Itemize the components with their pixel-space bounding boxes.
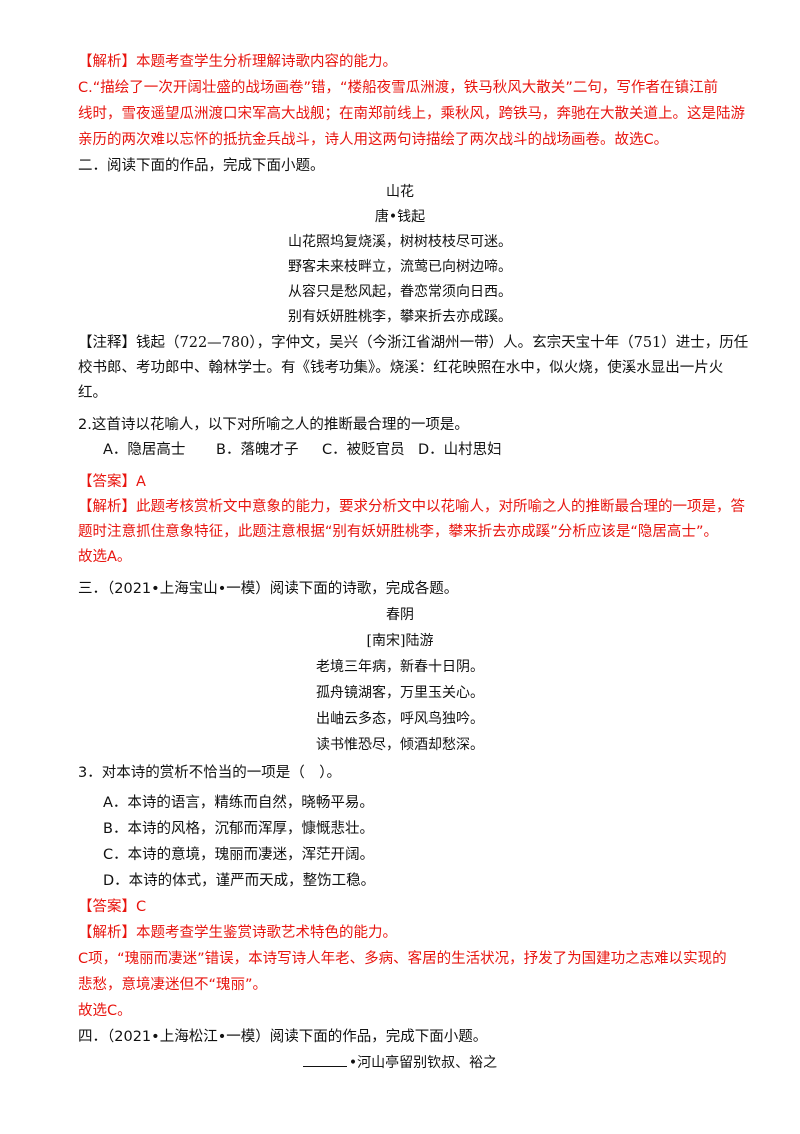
answer-tag: 【答案】 xyxy=(78,474,136,490)
poem-title: 春阴 xyxy=(386,607,414,623)
note-tag: 【注释】 xyxy=(78,335,136,351)
poem-author: [南宋]陆游 xyxy=(366,633,434,649)
q1-analysis-intro: 【解析】本题考查学生分析理解诗歌内容的能力。 xyxy=(78,54,397,70)
poem-line: 孤舟镜湖客，万里玉关心。 xyxy=(316,685,484,701)
poem-line: 山花照坞复烧溪，树树枝枝尽可迷。 xyxy=(288,234,512,250)
option-b[interactable]: B．落魄才子 xyxy=(216,442,299,458)
option-b[interactable]: B．本诗的风格，沉郁而浑厚，慷慨悲壮。 xyxy=(103,821,374,837)
option-d[interactable]: D．山村思妇 xyxy=(418,442,502,458)
answer-tag: 【答案】 xyxy=(78,899,136,915)
option-d[interactable]: D．本诗的体式，谨严而天成，整饬工稳。 xyxy=(103,873,376,889)
analysis-3-line: 悲愁，意境凄迷但不“瑰丽”。 xyxy=(78,977,268,993)
poem-note-line: 红。 xyxy=(78,385,107,401)
question-3: 3．对本诗的赏析不恰当的一项是（ ）。 xyxy=(78,765,341,781)
q1-analysis-line: 线时，雪夜遥望瓜洲渡口宋军高大战舰；在南郑前线上，乘秋风，跨铁马，奔驰在大散关道… xyxy=(78,106,745,122)
q1-analysis-line: C.“描绘了一次开阔壮盛的战场画卷”错，“楼船夜雪瓜洲渡，铁马秋风大散关”二句，… xyxy=(78,80,718,96)
option-c[interactable]: C．本诗的意境，瑰丽而凄迷，浑茫开阔。 xyxy=(103,847,375,863)
answer-2: 【答案】A xyxy=(78,474,146,490)
poem-line: 出岫云多态，呼风鸟独吟。 xyxy=(316,711,484,727)
poem-note: 【注释】钱起（722—780），字仲文，吴兴（今浙江省湖州一带）人。玄宗天宝十年… xyxy=(78,335,749,351)
section4-poem-title: •河山亭留别钦叔、裕之 xyxy=(0,1052,800,1074)
poem-line: 从容只是愁风起，眷恋常须向日西。 xyxy=(288,284,512,300)
section4-heading: 四．（2021•上海松江•一模）阅读下面的作品，完成下面小题。 xyxy=(78,1029,488,1045)
option-a[interactable]: A．本诗的语言，精练而自然，晓畅平易。 xyxy=(103,795,374,811)
question-2: 2.这首诗以花喻人，以下对所喻之人的推断最合理的一项是。 xyxy=(78,417,469,433)
poem-line: 野客未来枝畔立，流莺已向树边啼。 xyxy=(288,259,512,275)
poem-line: 别有妖妍胜桃李，攀来折去亦成蹊。 xyxy=(288,309,512,325)
analysis-2-line: 题时注意抓住意象特征，此题注意根据“别有妖妍胜桃李，攀来折去亦成蹊”分析应该是“… xyxy=(78,524,718,540)
q1-analysis-line: 亲历的两次难以忘怀的抵抗金兵战斗，诗人用这两句诗描绘了两次战斗的战场画卷。故选C… xyxy=(78,132,669,148)
option-a[interactable]: A．隐居高士 xyxy=(103,442,186,458)
poem-line: 老境三年病，新春十日阴。 xyxy=(316,659,484,675)
title-blank xyxy=(302,1052,347,1067)
analysis-2: 【解析】此题考核赏析文中意象的能力，要求分析文中以花喻人，对所喻之人的推断最合理… xyxy=(78,499,745,515)
poem-line: 读书惟恐尽，倾酒却愁深。 xyxy=(316,737,484,753)
section2-heading: 二．阅读下面的作品，完成下面小题。 xyxy=(78,158,325,174)
analysis-tag: 【解析】 xyxy=(78,54,136,70)
poem-author: 唐•钱起 xyxy=(374,209,426,225)
poem-title: 山花 xyxy=(386,184,414,200)
section3-heading: 三．（2021•上海宝山•一模）阅读下面的诗歌，完成各题。 xyxy=(78,581,459,597)
analysis-tag: 【解析】 xyxy=(78,925,136,941)
poem-note-line: 校书郎、考功郎中、翰林学士。有《钱考功集》。烧溪：红花映照在水中，似火烧，使溪水… xyxy=(78,360,724,376)
analysis-3: 【解析】本题考查学生鉴赏诗歌艺术特色的能力。 xyxy=(78,925,397,941)
analysis-3-line: C项，“瑰丽而凄迷”错误，本诗写诗人年老、多病、客居的生活状况，抒发了为国建功之… xyxy=(78,951,727,967)
analysis-2-line: 故选A。 xyxy=(78,549,132,565)
option-c[interactable]: C．被贬官员 xyxy=(322,442,405,458)
analysis-3-line: 故选C。 xyxy=(78,1003,132,1019)
analysis-tag: 【解析】 xyxy=(78,499,136,515)
answer-3: 【答案】C xyxy=(78,899,147,915)
